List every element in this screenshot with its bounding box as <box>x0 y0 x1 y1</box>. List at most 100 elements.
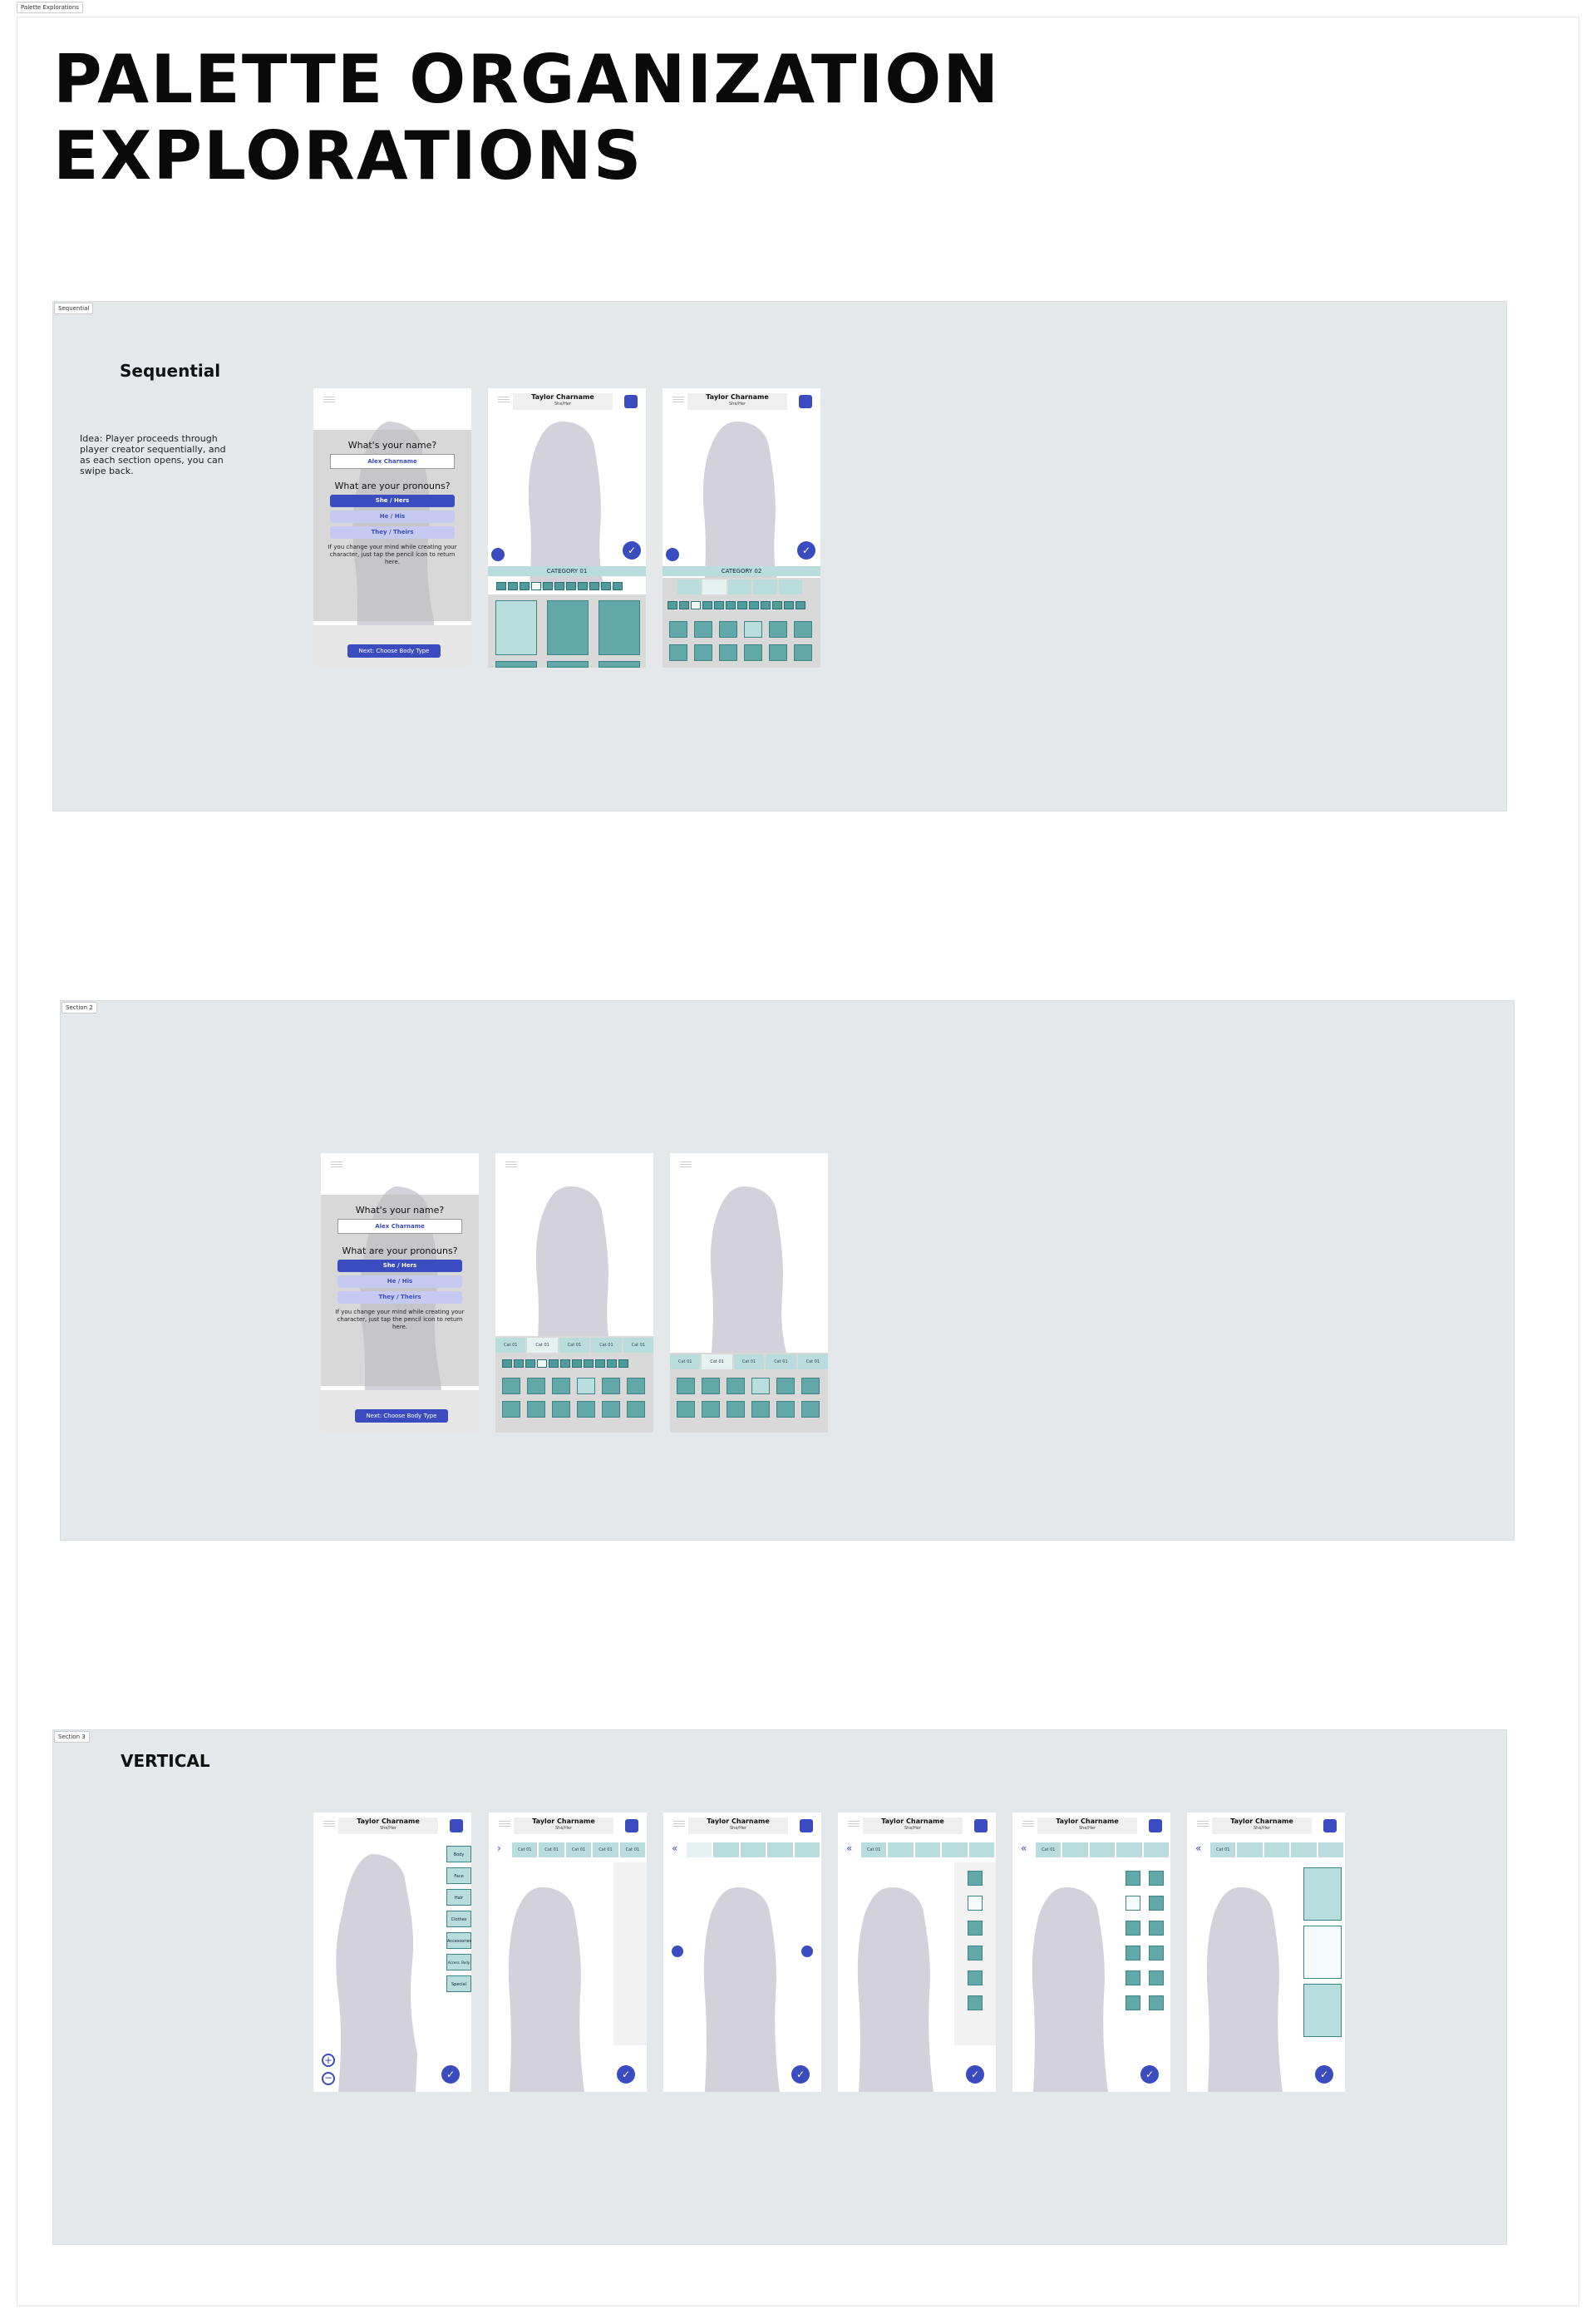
edit-pencil-icon[interactable] <box>625 1819 638 1832</box>
palette-tile[interactable] <box>1126 1995 1140 2010</box>
pronoun-option-they[interactable]: They / Theirs <box>337 1291 462 1304</box>
canvas-tab[interactable]: Palette Explorations <box>17 2 83 13</box>
pronoun-option-she[interactable]: She / Hers <box>337 1260 462 1272</box>
palette-tile[interactable] <box>502 1378 520 1394</box>
palette-tile[interactable] <box>702 1378 720 1394</box>
palette-tile[interactable] <box>694 644 712 661</box>
category-tabs[interactable]: Cat 01 <box>861 1842 995 1857</box>
palette-tile[interactable] <box>968 1995 983 2010</box>
menu-icon[interactable] <box>499 1821 510 1828</box>
menu-icon[interactable] <box>323 397 335 404</box>
palette-tile[interactable] <box>602 1401 620 1418</box>
edit-pencil-icon[interactable] <box>1323 1819 1337 1832</box>
palette-tile[interactable] <box>527 1378 545 1394</box>
menu-icon[interactable] <box>323 1821 335 1828</box>
vtab-access-body[interactable]: Access. Body <box>446 1954 471 1970</box>
edit-pencil-icon[interactable] <box>1149 1819 1162 1832</box>
zoom-in-icon[interactable]: + <box>322 2054 335 2067</box>
palette-tile[interactable] <box>1126 1946 1140 1960</box>
section-tag[interactable]: Sequential <box>54 303 94 314</box>
vtab-accessories[interactable]: Accessories <box>446 1932 471 1949</box>
palette-tile[interactable] <box>577 1378 595 1394</box>
palette-tile[interactable] <box>801 1378 820 1394</box>
palette-tile[interactable] <box>495 600 537 655</box>
confirm-check-icon[interactable]: ✓ <box>441 2065 460 2084</box>
palette-tile[interactable] <box>727 1378 745 1394</box>
palette-tile[interactable] <box>1149 1896 1164 1911</box>
vtab-face[interactable]: Face <box>446 1867 471 1884</box>
next-button[interactable]: Next: Choose Body Type <box>347 644 441 658</box>
palette-tile[interactable] <box>776 1401 795 1418</box>
palette-tile[interactable] <box>744 621 762 638</box>
palette-tile[interactable] <box>744 644 762 661</box>
pronoun-option-they[interactable]: They / Theirs <box>330 526 455 539</box>
confirm-check-icon[interactable]: ✓ <box>1315 2065 1333 2084</box>
palette-tile[interactable] <box>527 1401 545 1418</box>
edit-pencil-icon[interactable] <box>450 1819 463 1832</box>
palette-tile[interactable] <box>1126 1921 1140 1936</box>
edit-pencil-icon[interactable] <box>974 1819 988 1832</box>
edit-pencil-icon[interactable] <box>624 395 638 408</box>
palette-tile[interactable] <box>495 661 537 668</box>
palette-tile[interactable] <box>751 1378 770 1394</box>
palette-tile[interactable] <box>1126 1970 1140 1985</box>
next-button[interactable]: Next: Choose Body Type <box>355 1409 448 1423</box>
palette-tile[interactable] <box>968 1921 983 1936</box>
menu-icon[interactable] <box>672 397 684 404</box>
palette-tile[interactable] <box>598 661 640 668</box>
collapse-icon[interactable] <box>666 548 679 561</box>
arrow-left-icon[interactable] <box>672 1946 683 1957</box>
vtab-body[interactable]: Body <box>446 1846 471 1862</box>
palette-tile[interactable] <box>727 1401 745 1418</box>
palette-tile[interactable] <box>1149 1995 1164 2010</box>
name-input[interactable]: Alex Charname <box>330 454 455 469</box>
palette-tile[interactable] <box>669 644 687 661</box>
palette-tile[interactable] <box>547 661 589 668</box>
palette-tile[interactable] <box>1149 1921 1164 1936</box>
arrow-right-icon[interactable] <box>801 1946 813 1957</box>
palette-tile[interactable] <box>547 600 589 655</box>
double-chevron-left-icon[interactable]: « <box>846 1842 853 1854</box>
swatch-strip[interactable] <box>496 582 623 590</box>
subcategory-tabs[interactable] <box>677 580 803 594</box>
palette-tile[interactable] <box>769 644 787 661</box>
palette-tile[interactable] <box>1303 1926 1342 1979</box>
palette-tile[interactable] <box>1149 1946 1164 1960</box>
palette-tile[interactable] <box>669 621 687 638</box>
swatch-strip[interactable] <box>502 1359 628 1368</box>
palette-tile[interactable] <box>776 1378 795 1394</box>
palette-tile[interactable] <box>794 621 812 638</box>
palette-tile[interactable] <box>794 644 812 661</box>
menu-icon[interactable] <box>848 1821 860 1828</box>
confirm-check-icon[interactable]: ✓ <box>1140 2065 1159 2084</box>
palette-tile[interactable] <box>694 621 712 638</box>
confirm-check-icon[interactable]: ✓ <box>966 2065 984 2084</box>
menu-icon[interactable] <box>1022 1821 1034 1828</box>
menu-icon[interactable] <box>1197 1821 1209 1828</box>
category-tabs[interactable]: Cat 01 <box>1036 1842 1170 1857</box>
double-chevron-left-icon[interactable]: « <box>672 1842 678 1854</box>
palette-tile[interactable] <box>598 600 640 655</box>
palette-tile[interactable] <box>968 1871 983 1886</box>
swatch-strip[interactable] <box>667 601 805 609</box>
double-chevron-left-icon[interactable]: « <box>1021 1842 1027 1854</box>
palette-tile[interactable] <box>577 1401 595 1418</box>
pronoun-option-he[interactable]: He / His <box>337 1275 462 1288</box>
palette-tile[interactable] <box>552 1378 570 1394</box>
category-tabs[interactable]: Cat 01 <box>1210 1842 1344 1857</box>
palette-tile[interactable] <box>502 1401 520 1418</box>
vtab-special[interactable]: Special <box>446 1975 471 1992</box>
palette-tile[interactable] <box>1126 1896 1140 1911</box>
palette-tile[interactable] <box>968 1946 983 1960</box>
vtab-hair[interactable]: Hair <box>446 1889 471 1906</box>
menu-icon[interactable] <box>673 1821 685 1828</box>
vtab-clothes[interactable]: Clothes <box>446 1911 471 1927</box>
confirm-check-icon[interactable]: ✓ <box>617 2065 635 2084</box>
palette-tile[interactable] <box>769 621 787 638</box>
name-input[interactable]: Alex Charname <box>337 1219 462 1234</box>
palette-tile[interactable] <box>1149 1970 1164 1985</box>
confirm-check-icon[interactable]: ✓ <box>797 541 815 560</box>
palette-tile[interactable] <box>702 1401 720 1418</box>
